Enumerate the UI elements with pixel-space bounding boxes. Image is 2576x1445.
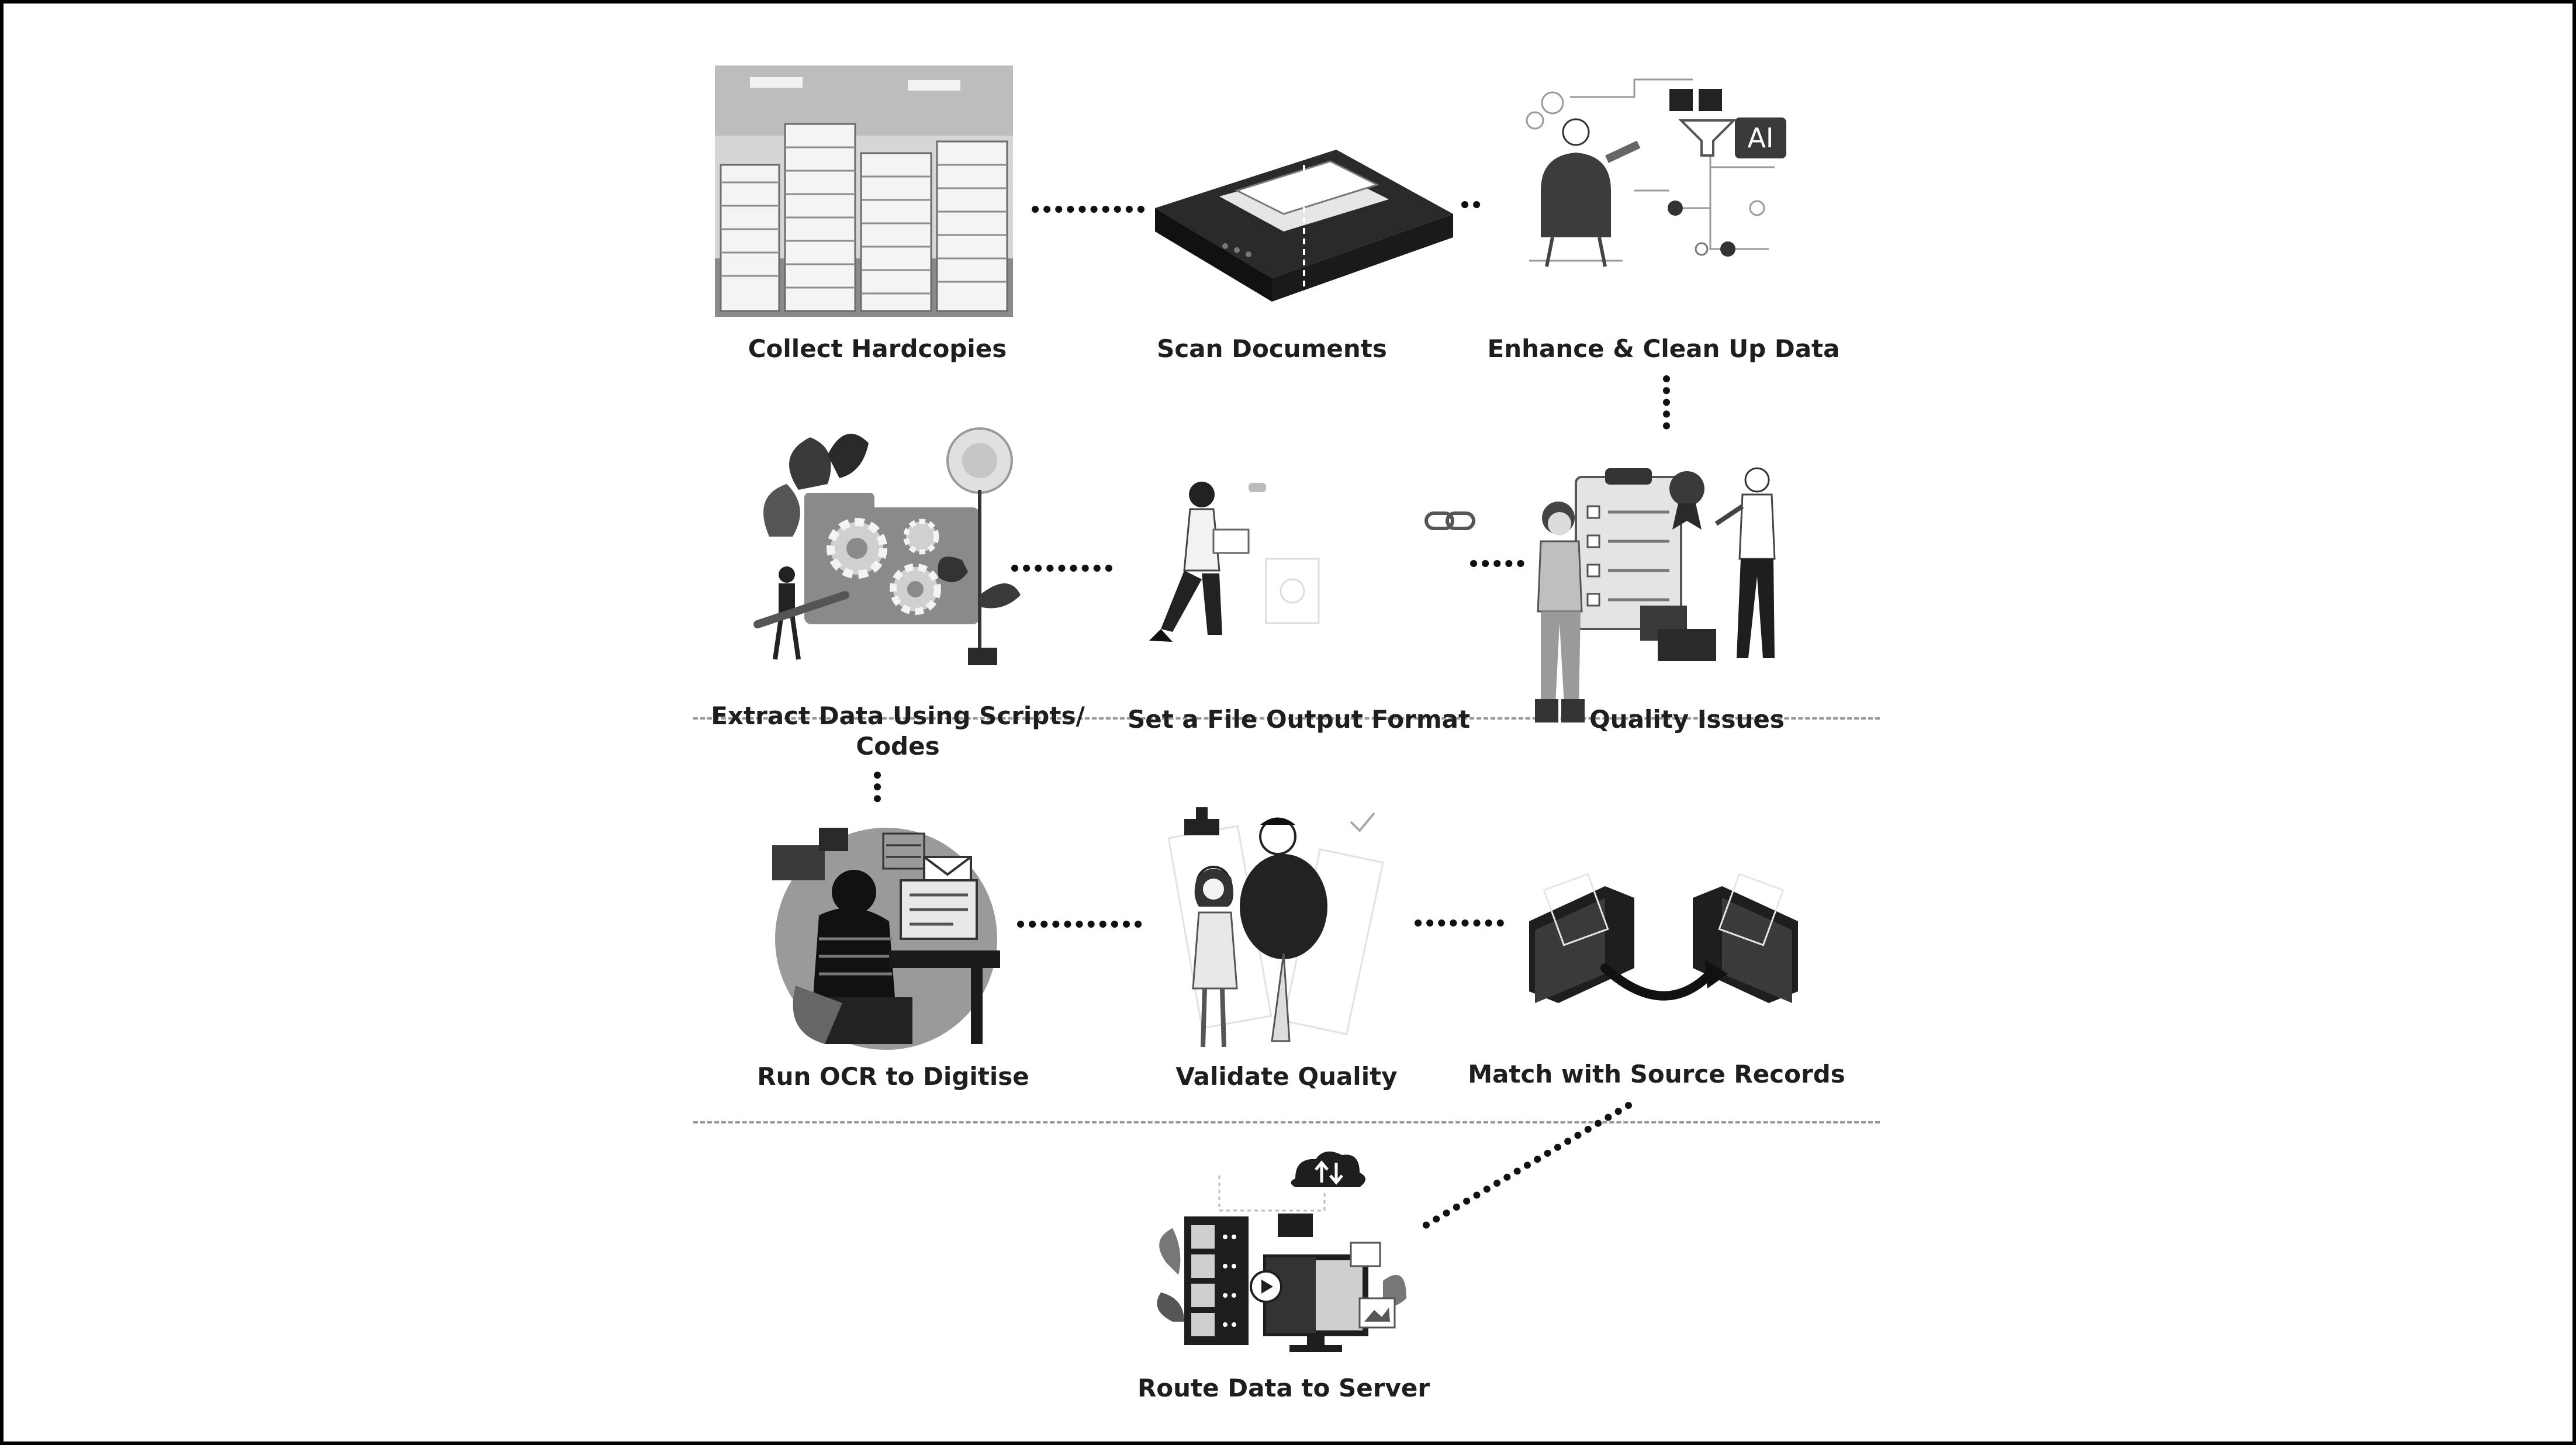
quality-checklist-illustration <box>1535 467 1776 722</box>
gears-folder-illustration <box>753 427 1021 665</box>
step-label-collect-hardcopies: Collect Hardcopies <box>748 334 1007 363</box>
ocr-desk-illustration <box>772 828 1000 1050</box>
server-illustration <box>1157 1151 1406 1352</box>
step-label-run-ocr: Run OCR to Digitise <box>757 1062 1029 1091</box>
step-label-set-output-format: Set a File Output Format <box>1127 705 1471 734</box>
step-label-match-source-records: Match with Source Records <box>1468 1060 1845 1088</box>
paper-stacks-illustration <box>715 65 1013 317</box>
dotted-connectors <box>874 201 1670 1232</box>
validate-people-illustration <box>1167 807 1384 1048</box>
step-label-enhance-clean-up: Enhance & Clean Up Data <box>1487 334 1840 363</box>
person-carrying-illustration <box>1149 482 1320 642</box>
connector-match-route <box>1417 1102 1632 1232</box>
step-label-extract-line1: Extract Data Using Scripts/ <box>711 701 1085 730</box>
match-folders-illustration <box>1529 873 1798 1003</box>
ai-badge: AI <box>1747 122 1773 154</box>
step-label-route-to-server: Route Data to Server <box>1137 1374 1430 1402</box>
scanner-illustration <box>1155 144 1453 302</box>
step-label-quality-issues: Quality Issues <box>1589 705 1785 734</box>
step-label-scan-documents: Scan Documents <box>1157 334 1387 363</box>
separator-line-1 <box>693 717 1880 720</box>
link-icon <box>1424 511 1475 530</box>
step-label-extract-data: Extract Data Using Scripts/ Codes <box>711 701 1085 762</box>
step-label-validate-quality: Validate Quality <box>1175 1062 1398 1091</box>
step-label-extract-line2: Codes <box>856 732 940 760</box>
separator-line-2 <box>693 1121 1880 1123</box>
ai-enhance-illustration: AI <box>1526 78 1786 267</box>
